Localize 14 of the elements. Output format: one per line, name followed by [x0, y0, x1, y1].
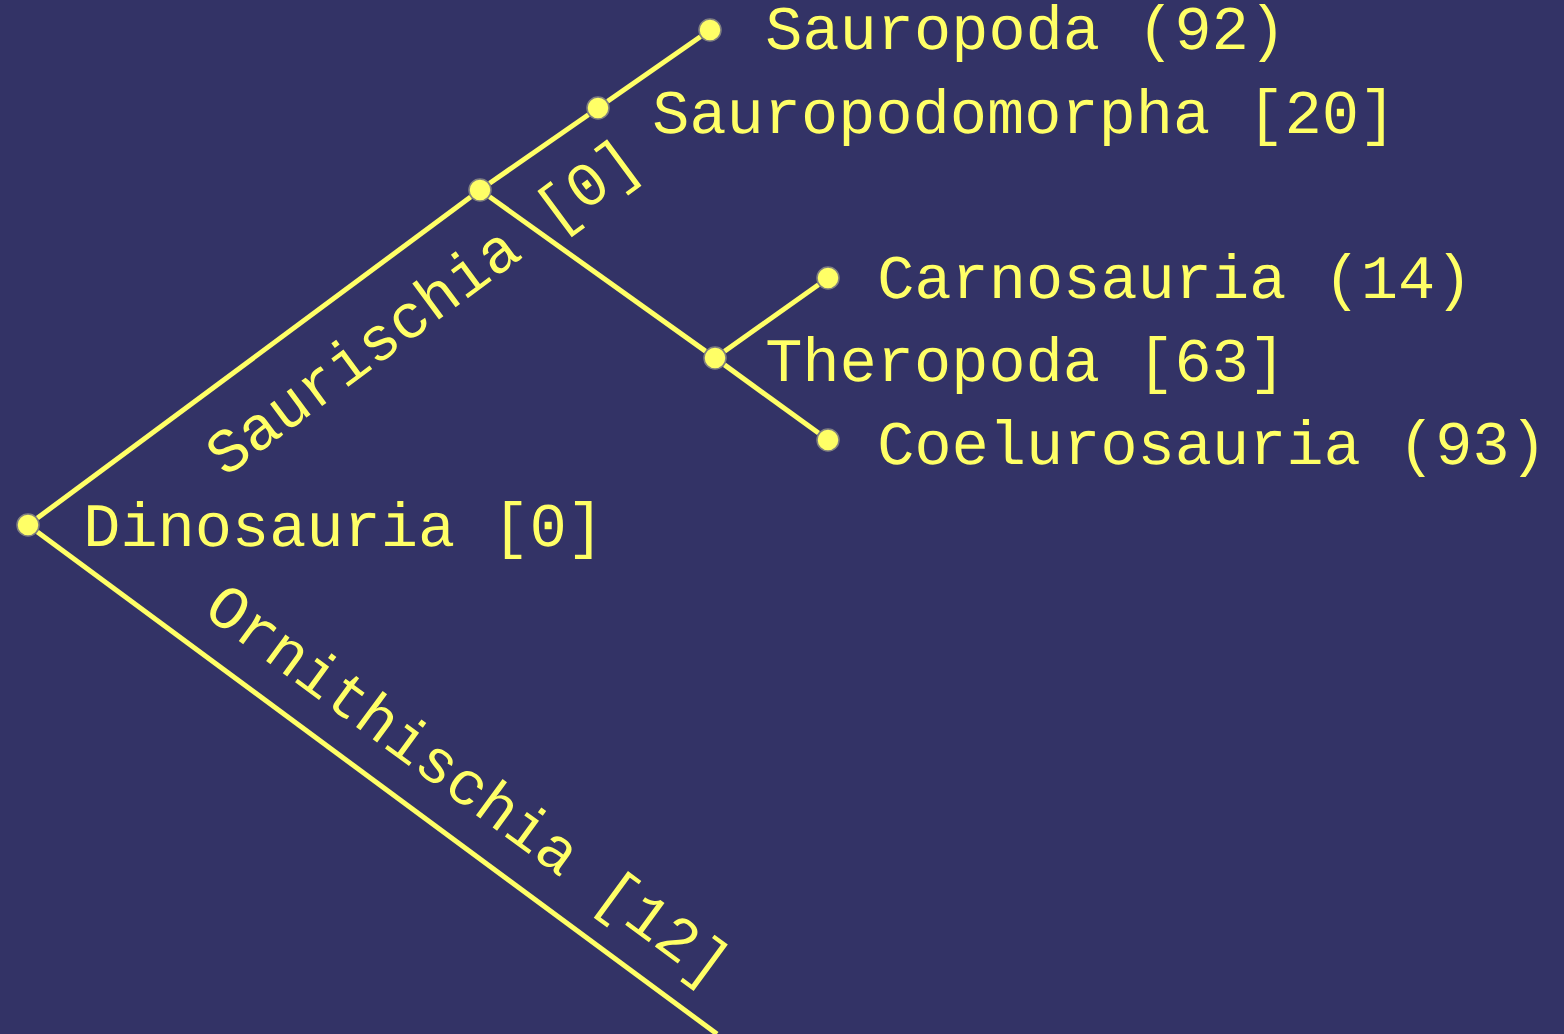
- branch-line: [723, 282, 820, 354]
- taxon-label: Dinosauria [0]: [88, 501, 592, 559]
- taxon-label: Sauropodomorpha [20]: [654, 88, 1384, 146]
- branch-line: [35, 195, 473, 520]
- branch-line: [488, 112, 590, 186]
- branch-line: [488, 194, 707, 354]
- branch-line: [723, 362, 820, 436]
- taxon-label: Sauropoda (92): [767, 4, 1276, 62]
- taxon-label: Carnosauria (14): [880, 253, 1462, 311]
- node-dot: [468, 178, 492, 202]
- taxon-label: Coelurosauria (93): [880, 419, 1537, 477]
- branch-line: [606, 34, 702, 104]
- branch-line: [35, 529, 719, 1034]
- taxon-label: Theropoda [63]: [767, 336, 1274, 394]
